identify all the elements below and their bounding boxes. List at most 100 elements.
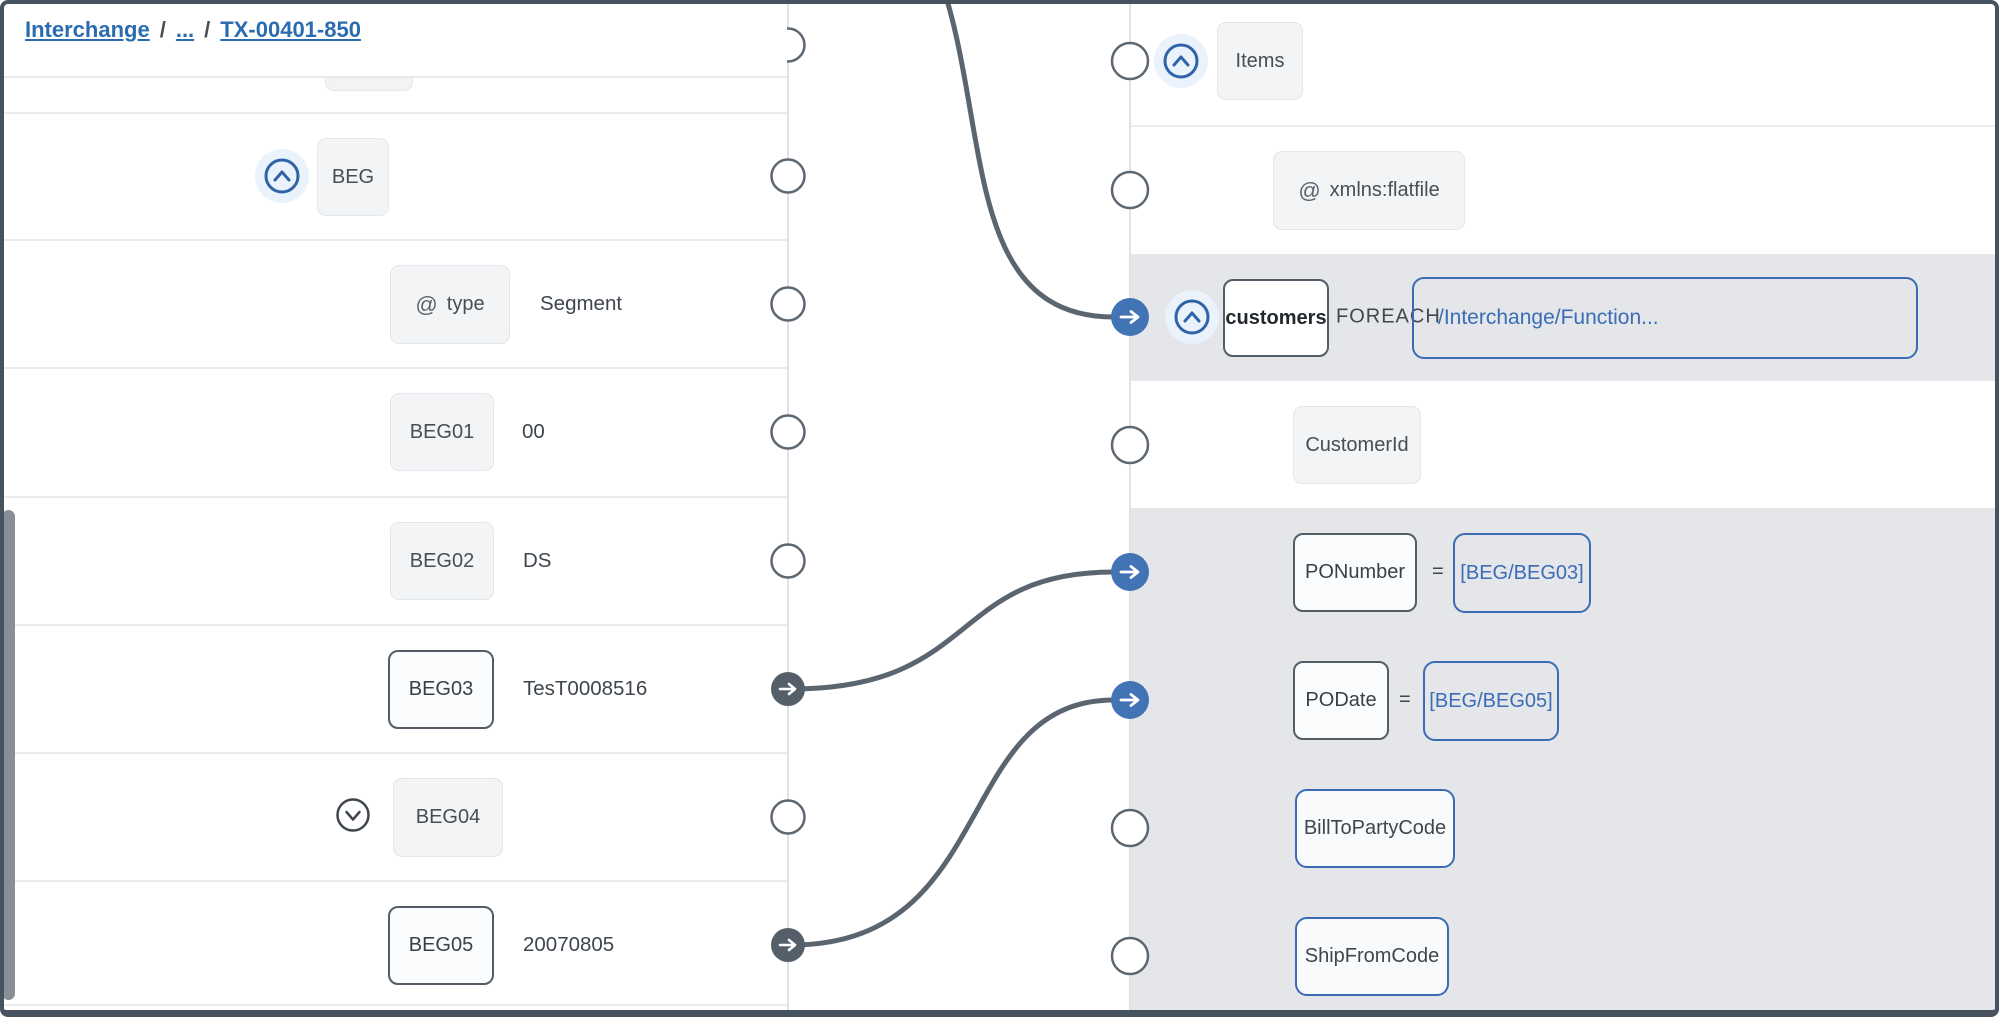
node-label: BEG02 <box>409 549 475 572</box>
connection-line-items-customers[interactable] <box>937 0 1115 320</box>
icon-halo <box>1165 290 1219 344</box>
target-port-xmlns[interactable] <box>1110 170 1150 210</box>
target-connector-ponumber[interactable] <box>1111 553 1149 591</box>
node-label: BEG05 <box>408 934 474 956</box>
xpath-text: /Interchange/Function... <box>1438 306 1659 329</box>
target-node-customers[interactable]: customers <box>1223 279 1329 357</box>
mapping-expression-podate[interactable]: [BEG/BEG05] <box>1423 661 1559 741</box>
row-divider <box>0 239 788 241</box>
chevron-up-icon <box>1172 55 1190 67</box>
node-label: ShipFromCode <box>1304 945 1440 967</box>
chevron-up-icon <box>1183 311 1201 323</box>
source-node-beg04[interactable]: BEG04 <box>393 778 503 857</box>
target-node-ponumber[interactable]: PONumber <box>1293 533 1417 612</box>
source-node-type[interactable]: @ type <box>390 265 510 344</box>
node-label: Items <box>1235 49 1285 72</box>
node-value: Segment <box>540 292 623 315</box>
breadcrumb-link-tx-00401-850[interactable]: TX-00401-850 <box>220 17 361 42</box>
row-divider <box>0 1004 788 1006</box>
source-connector-beg03[interactable] <box>771 672 805 706</box>
node-label: BEG <box>331 165 375 188</box>
source-port-type[interactable] <box>770 286 806 322</box>
source-node-beg05[interactable]: BEG05 <box>388 906 494 985</box>
node-label: BillToPartyCode <box>1303 817 1447 839</box>
node-value: DS <box>523 549 552 572</box>
node-value: TesT0008516 <box>523 677 648 700</box>
source-node-beg[interactable]: BEG <box>317 138 389 216</box>
source-node-beg02[interactable]: BEG02 <box>390 522 494 600</box>
icon-ring <box>1163 43 1199 79</box>
icon-ring <box>264 158 300 194</box>
source-port-beg[interactable] <box>770 158 806 194</box>
row-divider <box>1130 125 1999 127</box>
row-divider <box>0 112 788 114</box>
node-label: BEG03 <box>408 678 474 700</box>
target-node-customerid[interactable]: CustomerId <box>1293 406 1421 484</box>
node-value: 20070805 <box>523 933 615 956</box>
node-label: PODate <box>1305 689 1377 711</box>
equals-operator: = <box>1399 688 1411 711</box>
target-connector-podate[interactable] <box>1111 681 1149 719</box>
target-connector-customers[interactable] <box>1111 298 1149 336</box>
row-divider <box>0 624 788 626</box>
node-label: BEG01 <box>409 420 475 443</box>
target-port-shipfromcode[interactable] <box>1110 936 1150 976</box>
expression-text: [BEG/BEG05] <box>1429 689 1553 712</box>
source-node-beg01[interactable]: BEG01 <box>390 393 494 471</box>
source-connector-beg05[interactable] <box>771 928 805 962</box>
node-label: CustomerId <box>1305 433 1409 456</box>
chevron-up-icon <box>273 170 291 182</box>
mapping-expression-ponumber[interactable]: [BEG/BEG03] <box>1453 533 1591 613</box>
breadcrumb-separator: / <box>159 17 166 42</box>
expand-icon[interactable] <box>333 795 373 835</box>
icon-halo <box>255 149 309 203</box>
node-value: 00 <box>522 420 545 443</box>
breadcrumb-link-interchange[interactable]: Interchange <box>25 17 150 42</box>
icon-ring <box>1174 299 1210 335</box>
arrow-right-icon <box>778 938 797 952</box>
attribute-icon: @ <box>415 291 438 317</box>
breadcrumb-link-ellipsis[interactable]: ... <box>175 17 195 42</box>
expression-text: [BEG/BEG03] <box>1460 561 1584 584</box>
row-divider <box>0 496 788 498</box>
connection-line-beg03-ponumber[interactable] <box>790 569 1115 692</box>
source-port-beg04[interactable] <box>770 799 806 835</box>
foreach-xpath-box[interactable]: /Interchange/Function... <box>1412 277 1918 359</box>
breadcrumb-separator: / <box>204 17 211 42</box>
node-label: PONumber <box>1304 561 1406 583</box>
node-label: xmlns:flatfile <box>1329 179 1440 201</box>
target-node-xmlns-flatfile[interactable]: @ xmlns:flatfile <box>1273 151 1465 230</box>
row-divider <box>0 367 788 369</box>
node-label: type <box>446 293 485 315</box>
target-port-customerid[interactable] <box>1110 425 1150 465</box>
collapse-icon[interactable] <box>1153 33 1209 89</box>
target-node-podate[interactable]: PODate <box>1293 661 1389 740</box>
icon-halo <box>1154 34 1208 88</box>
icon-ring <box>336 798 370 832</box>
collapse-icon[interactable] <box>254 148 310 204</box>
target-node-billtopartycode[interactable]: BillToPartyCode <box>1295 789 1455 868</box>
mapped-fields-band <box>1130 508 1999 1013</box>
source-panel-header: Interchange /... / TX-00401-850 <box>0 0 787 78</box>
source-node-beg03[interactable]: BEG03 <box>388 650 494 729</box>
arrow-right-icon <box>1119 565 1140 579</box>
vertical-scrollbar-thumb[interactable] <box>2 510 15 1000</box>
target-port-items[interactable] <box>1110 41 1150 81</box>
node-label: customers <box>1225 306 1327 329</box>
row-divider <box>0 752 788 754</box>
source-port-beg02[interactable] <box>770 543 806 579</box>
attribute-icon: @ <box>1298 177 1321 203</box>
arrow-right-icon <box>1119 693 1140 707</box>
source-port-beg01[interactable] <box>770 414 806 450</box>
node-label: BEG04 <box>415 806 481 828</box>
row-divider <box>0 880 788 882</box>
target-port-billtopartycode[interactable] <box>1110 808 1150 848</box>
breadcrumb: Interchange /... / TX-00401-850 <box>25 17 361 43</box>
collapse-icon[interactable] <box>1164 289 1220 345</box>
arrow-right-icon <box>1119 310 1140 324</box>
connection-line-beg05-podate[interactable] <box>790 697 1115 948</box>
target-node-items[interactable]: Items <box>1217 22 1303 100</box>
target-node-shipfromcode[interactable]: ShipFromCode <box>1295 917 1449 996</box>
